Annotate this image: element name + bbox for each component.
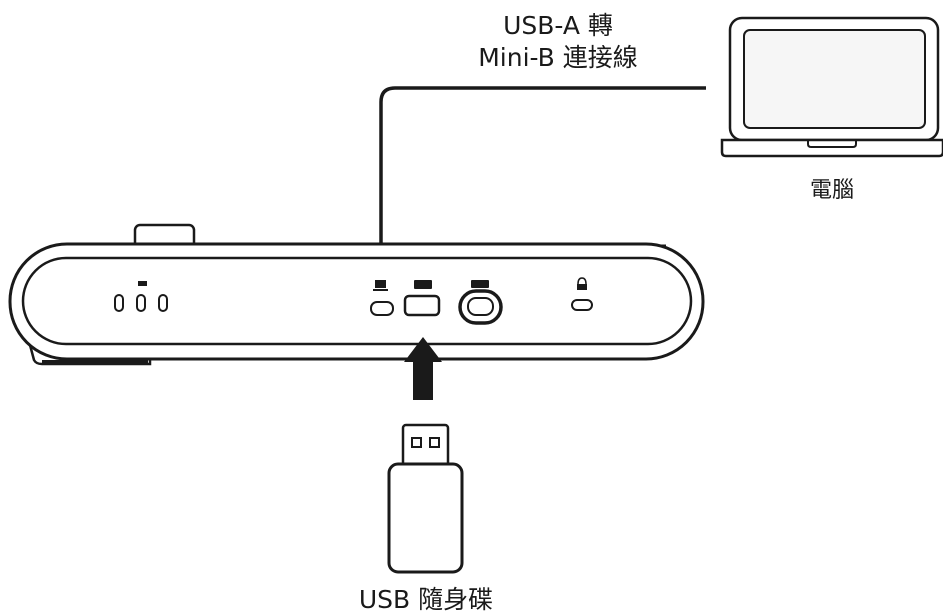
usb-drive-label: USB 隨身碟 [359,585,493,614]
insert-arrow-icon [404,337,442,400]
usb-a-port [403,294,441,317]
usb-cable [379,86,706,262]
recorder-device [8,223,705,366]
usb-port-icon [414,280,432,289]
lock-slot-group [571,277,593,311]
lock-slot [571,299,593,311]
mini-usb-port [370,301,394,316]
computer-label: 電腦 [810,178,854,203]
computer-small-icon [373,280,388,291]
lock-icon [577,277,587,290]
cable-label-line1: USB-A 轉 [503,11,613,40]
left-indicator-icon [138,281,147,286]
cable-label-line2: Mini-B 連接線 [478,43,638,72]
jack-3 [158,294,168,312]
jack-1 [114,294,124,312]
wifi-button-group [458,280,503,325]
laptop-icon [720,16,943,158]
jack-2 [136,294,146,312]
mini-usb-port-group [370,280,394,316]
usb-a-port-group [403,280,441,317]
wifi-label-icon [471,280,489,288]
usb-flash-drive-icon [387,423,464,574]
left-indicator-group [114,281,168,312]
